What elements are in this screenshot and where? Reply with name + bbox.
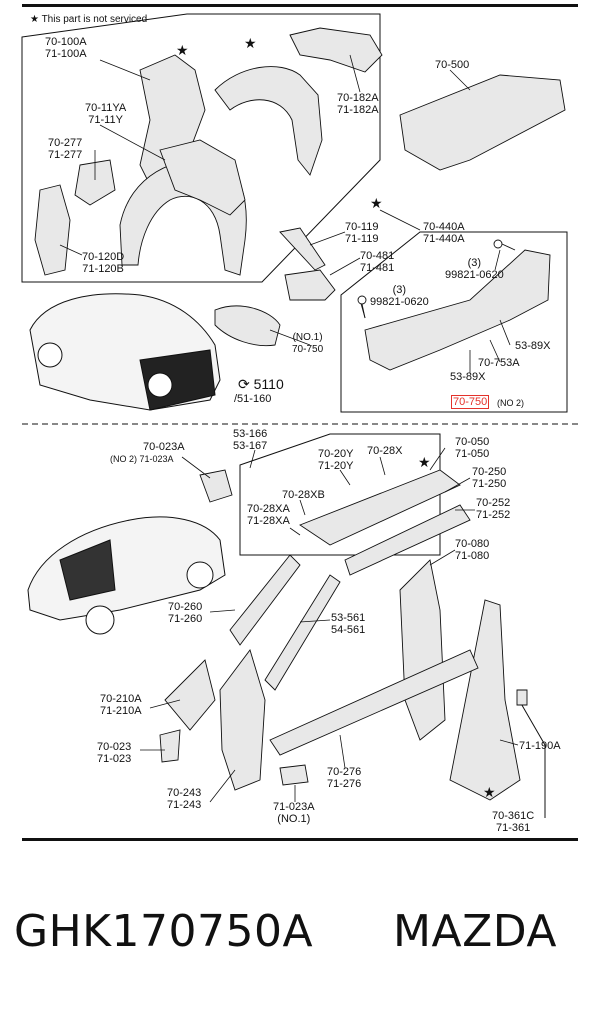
callout-70-182A: 70-182A 71-182A [337,92,379,116]
body-side-parts [159,469,528,801]
roof-rail-group-frame [239,433,441,556]
wheelhouse-parts [34,27,383,276]
callout-99821-mid: (3) 99821-0620 [370,284,429,308]
callout-70-080: 70-080 71-080 [455,538,490,562]
part-70-120D-lower [34,184,71,276]
part-70-481 [284,269,336,301]
rear-panel-parts [214,227,551,371]
svg-text:★: ★ [244,36,257,52]
callout-70-120D: 70-120D 71-120B [82,251,125,275]
callout-70-050: 70-050 71-050 [455,436,490,460]
svg-text:★: ★ [483,785,496,801]
callout-70-276: 70-276 71-276 [327,766,362,790]
sedan-rear-view [29,293,221,411]
callout-70-210A: 70-210A 71-210A [100,693,142,717]
callout-71-023A: 71-023A (NO.1) [273,801,315,825]
callout-71-190A: 71-190A [519,740,561,752]
callout-70-023A-top: 70-023A [143,441,185,453]
callout-70-753A: 70-753A [478,357,520,369]
top-rule [22,4,578,7]
not-serviced-stars: ★ ★ ★ ★ ★ [176,36,496,801]
callout-70-100A: 70-100A 71-100A [45,36,87,60]
part-70-119 [279,227,326,271]
callout-70-500: 70-500 [435,59,470,71]
part-70-250 [344,504,471,576]
part-70-243 [219,649,266,791]
part-70-750-panel [364,249,551,371]
callout-70-11YA: 70-11YA 71-11Y [85,102,127,126]
part-71-190A [516,689,528,706]
callout-99821-top: (3) 99821-0620 [445,257,504,281]
callout-70-119: 70-119 71-119 [345,221,379,245]
callout-70-361C: 70-361C 71-361 [492,810,535,834]
part-wheelhouse-outer [214,66,323,176]
star-icon: ★ [30,14,39,25]
part-70-080 [399,559,446,741]
callout-no1-70-750: (NO.1) 70-750 [292,332,324,355]
callout-70-260: 70-260 71-260 [168,601,203,625]
legend-star-note: ★ This part is not serviced [30,14,148,25]
sedan-side-view [27,516,226,635]
callout-70-750-highlight[interactable]: 70-750 [450,395,490,409]
callout-70-250: 70-250 71-250 [472,466,507,490]
part-70-050 [299,469,461,546]
callout-70-023: 70-023 71-023 [97,741,132,765]
part-70-023 [159,729,181,763]
callout-53-166: 53-166 53-167 [233,428,268,452]
svg-text:★: ★ [176,43,189,59]
callout-53-89X-bottom: 53-89X [450,371,486,383]
callout-70-243: 70-243 71-243 [167,787,202,811]
callout-5110: ⟳ 5110 [238,376,284,392]
part-70-277 [74,159,116,206]
svg-text:★: ★ [418,455,431,471]
part-53-561 [264,574,341,691]
callout-70-28X: 70-28X [367,445,403,457]
svg-text:★: ★ [370,196,383,212]
bottom-rule [22,838,578,841]
part-70-182A [289,27,383,73]
callout-70-28XA: 70-28XA 71-28XA [247,503,290,527]
part-70-750-cover [214,305,281,347]
part-number-caption: GHK170750A [14,906,314,957]
rear-wheelhouse-group-frame [21,13,381,283]
callout-51-160: /51-160 [234,393,272,405]
callout-70-20Y: 70-20Y 71-20Y [318,448,354,472]
wrench-icon: ⟳ [238,376,250,392]
callout-70-252: 70-252 71-252 [476,497,511,521]
callout-no2-top: (NO 2) [497,398,524,408]
callout-70-440A: 70-440A 71-440A [423,221,465,245]
brand-caption: MAZDA [393,906,557,957]
pillar-leader-frame [518,699,546,818]
rear-panel-group-frame [340,231,568,413]
leader-lines [59,54,519,803]
part-70-023A [199,469,233,503]
part-70-11YA [159,139,246,216]
part-70-500 [399,74,566,171]
part-70-276 [269,649,479,756]
callout-no2-71-023A: (NO 2) 71-023A [110,454,174,464]
part-71-023A [279,764,309,786]
bolt-icons [357,239,516,319]
callout-53-561: 53-561 54-561 [331,612,366,636]
part-70-210A [164,659,216,731]
callout-70-481: 70-481 71-481 [360,250,395,274]
callout-70-277: 70-277 71-277 [48,137,83,161]
callout-70-28XB: 70-28XB [282,489,325,501]
part-70-260 [229,554,301,646]
callout-53-89X-right: 53-89X [515,340,551,352]
part-70-361C [449,599,521,801]
